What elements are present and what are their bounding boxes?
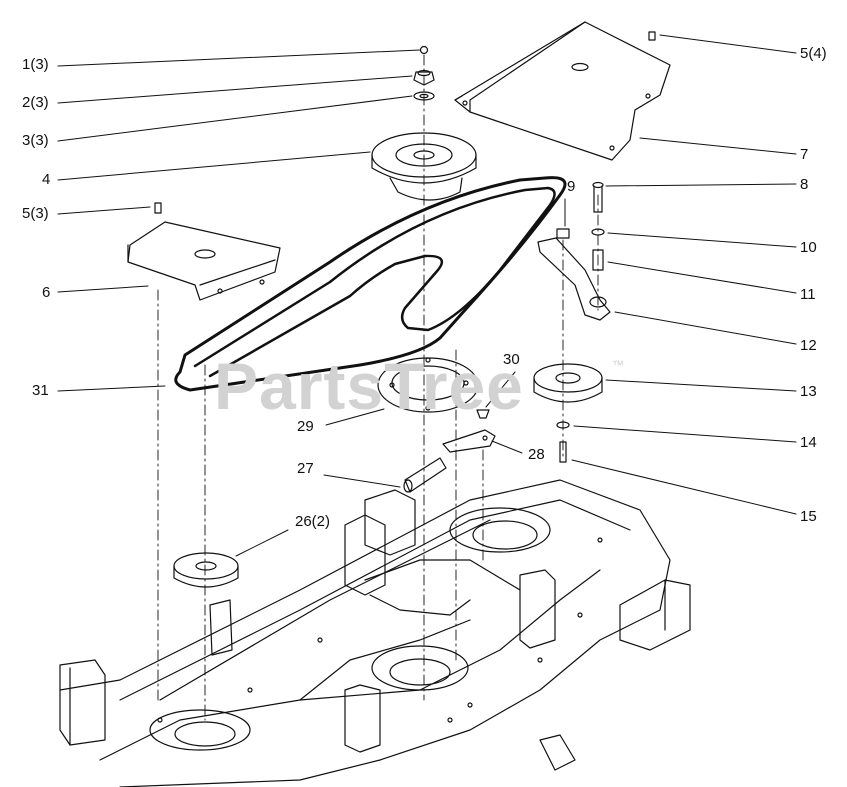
part-5-screw-right	[648, 31, 656, 41]
part-2-locknut	[413, 69, 435, 86]
callout-13: 13	[800, 383, 817, 400]
callout-12: 12	[800, 337, 817, 354]
callout-3: 3(3)	[22, 132, 49, 149]
callout-14: 14	[800, 434, 817, 451]
callout-30: 30	[503, 351, 520, 368]
callout-26: 26(2)	[295, 513, 331, 530]
callout-6: 6	[42, 284, 51, 301]
callout-5-left: 5(3)	[22, 205, 49, 222]
part-5-screw-left	[154, 202, 162, 214]
callout-5-right: 5(4)	[800, 45, 827, 62]
part-29-spindle-plate	[377, 357, 479, 413]
part-7-belt-cover-right	[454, 21, 671, 161]
part-15-bolt	[559, 441, 567, 463]
part-30-bolt	[476, 409, 490, 419]
assembly-center-lines	[157, 54, 599, 721]
callout-31: 31	[32, 382, 49, 399]
callout-9: 9	[567, 178, 576, 195]
part-31-drive-belt	[174, 176, 567, 392]
part-28-idler-bracket	[442, 429, 496, 453]
callout-10: 10	[800, 239, 817, 256]
part-6-belt-cover-left	[127, 221, 281, 301]
callout-1: 1(3)	[22, 56, 49, 73]
watermark: PartsTree	[214, 349, 524, 423]
part-13-idler-pulley	[533, 363, 603, 403]
callout-7: 7	[800, 146, 809, 163]
part-1-nut	[419, 45, 429, 55]
part-14-washer	[556, 421, 570, 429]
part-8-bolt	[592, 181, 604, 213]
callout-15: 15	[800, 508, 817, 525]
part-3-washer	[413, 91, 435, 101]
part-10-washer	[591, 228, 605, 236]
part-12-idler-arm	[537, 237, 611, 321]
callout-11: 11	[800, 286, 816, 303]
callout-2: 2(3)	[22, 94, 49, 111]
part-11-spacer	[592, 249, 604, 271]
callout-29: 29	[297, 418, 314, 435]
part-26-pulley	[173, 552, 239, 588]
mower-deck	[59, 479, 691, 787]
callout-28: 28	[528, 446, 545, 463]
callout-27: 27	[297, 460, 314, 477]
part-9-nut	[556, 228, 570, 239]
leader-lines	[57, 34, 797, 557]
watermark-trademark: ™	[612, 358, 624, 372]
part-4-drive-pulley	[371, 132, 477, 201]
callout-4: 4	[42, 171, 51, 188]
part-27-spring	[403, 457, 447, 493]
callout-8: 8	[800, 176, 809, 193]
